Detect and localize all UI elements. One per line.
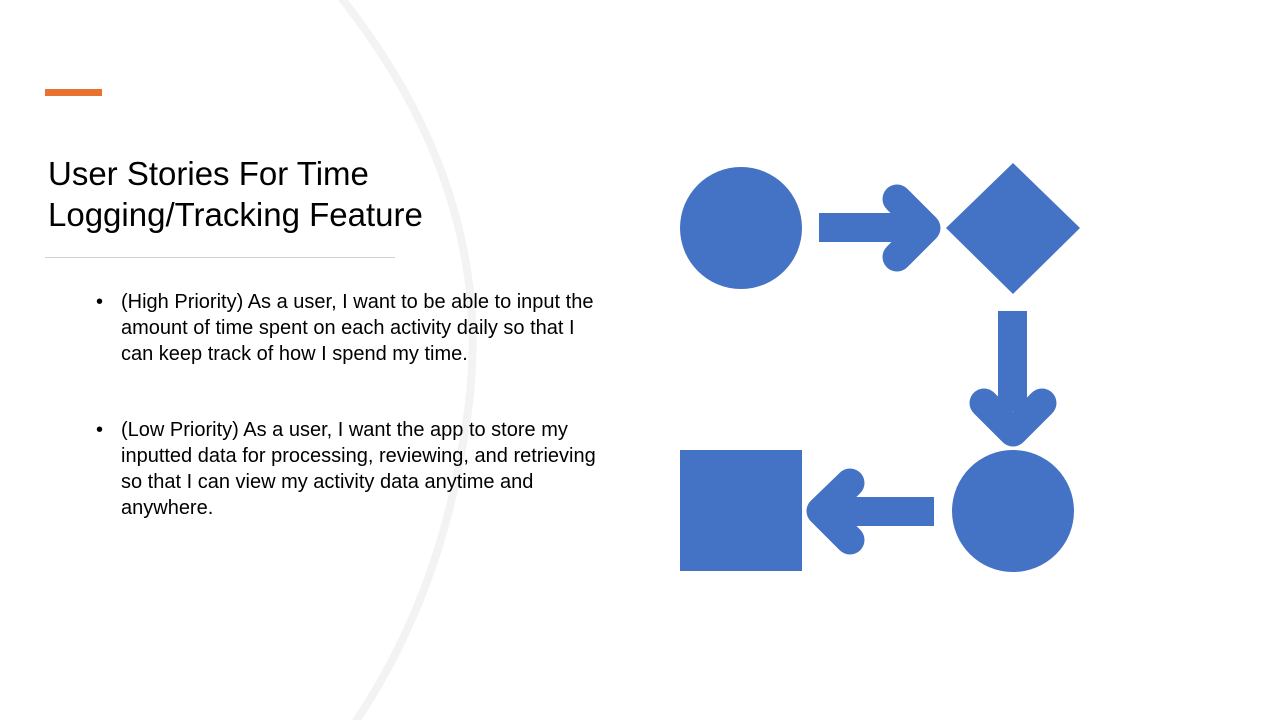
arrow-left-icon [806,468,934,555]
diamond-shape [946,163,1080,294]
bullet-icon: • [96,419,104,441]
bullet-list: • (High Priority) As a user, I want to b… [96,289,596,521]
bullet-item-high-priority: • (High Priority) As a user, I want to b… [96,289,596,367]
arrow-down-icon [969,311,1057,447]
title-line-2: Logging/Tracking Feature [48,196,423,233]
bullet-item-low-priority: • (Low Priority) As a user, I want the a… [96,417,596,521]
bullet-icon: • [96,291,104,313]
title-divider [45,257,395,258]
accent-bar [45,89,102,96]
start-circle-shape [680,167,802,289]
bullet-text: (High Priority) As a user, I want to be … [121,291,594,365]
arrow-right-icon [819,184,941,272]
square-shape [680,450,802,571]
title-line-1: User Stories For Time [48,155,369,192]
bullet-text: (Low Priority) As a user, I want the app… [121,419,596,519]
end-circle-shape [952,450,1074,572]
slide-title: User Stories For Time Logging/Tracking F… [48,153,568,235]
